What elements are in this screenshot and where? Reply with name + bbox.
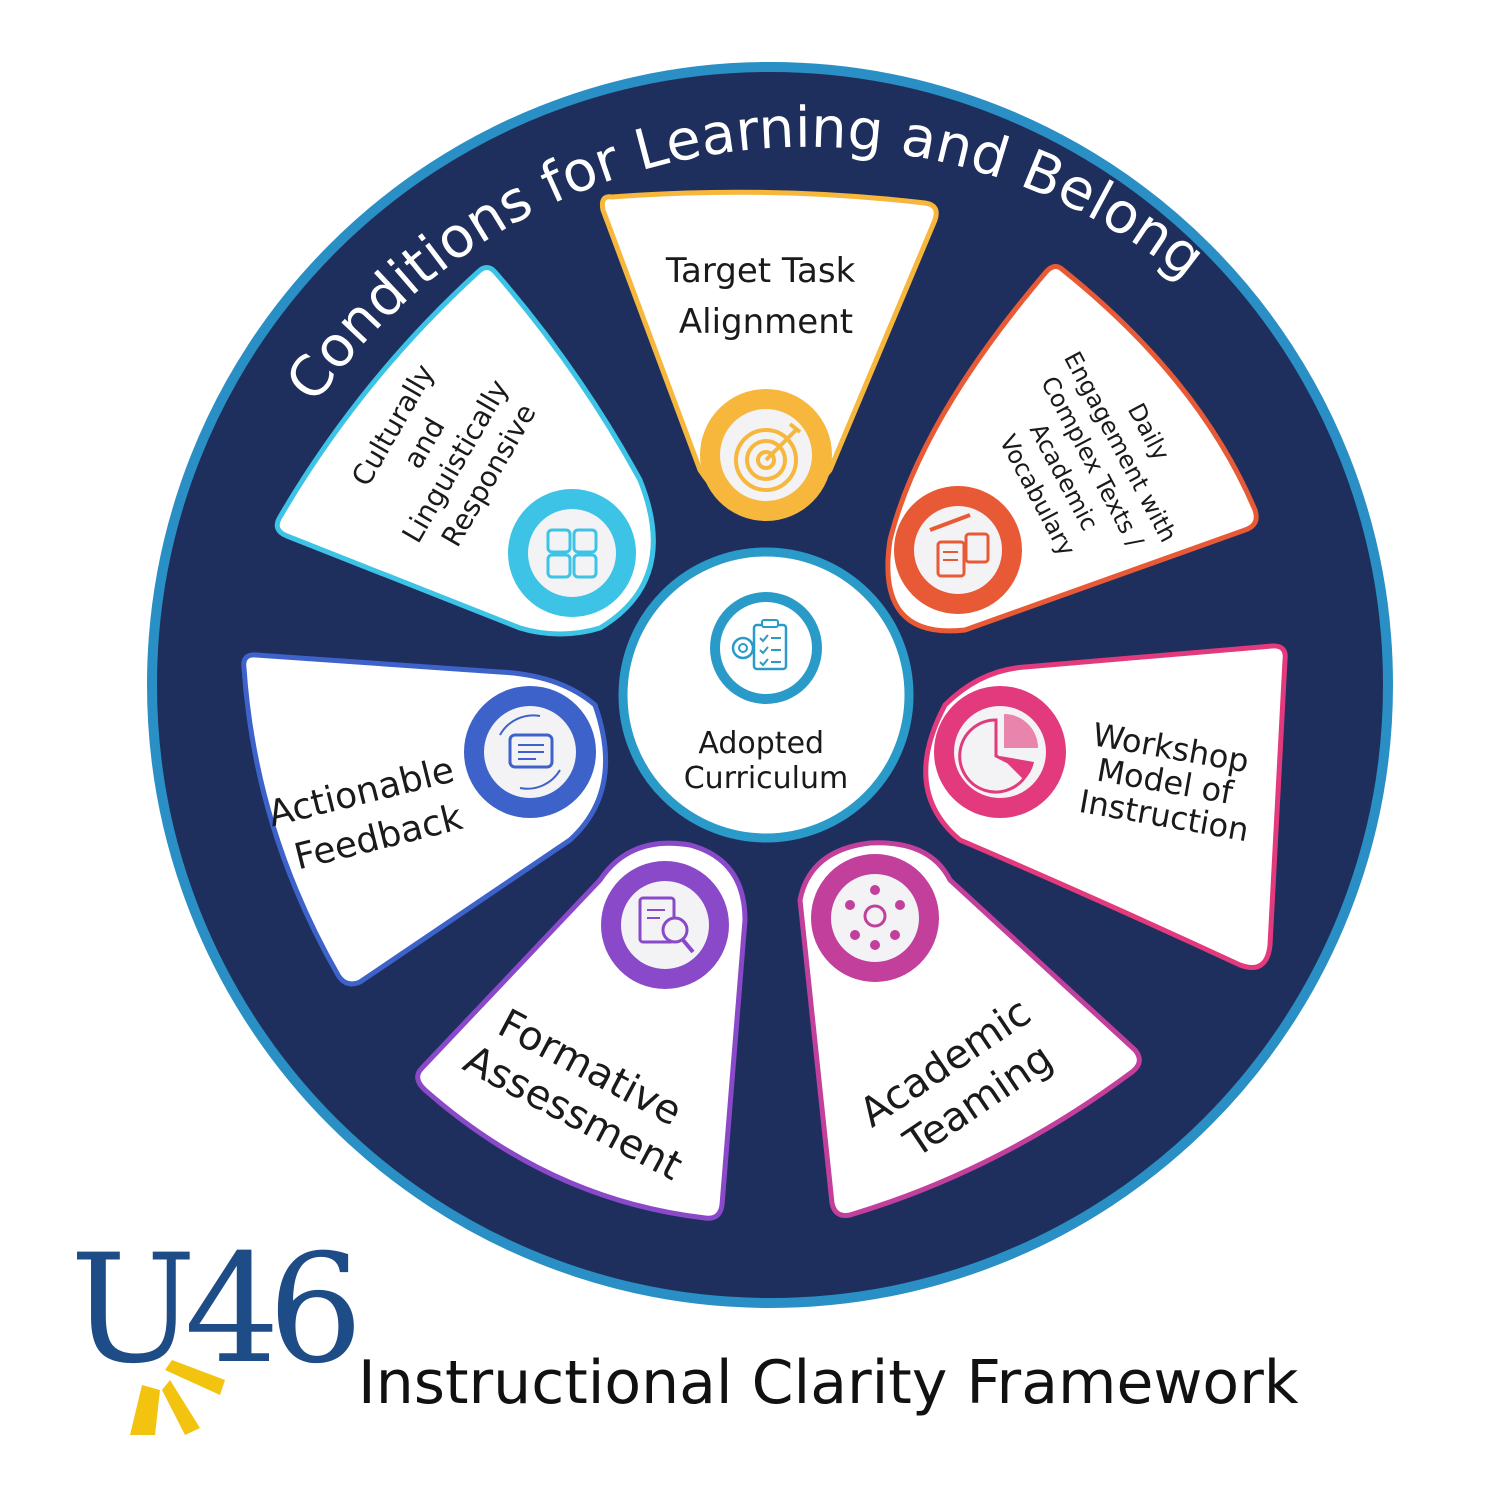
segment-academic-teaming[interactable]: Academic Teaming <box>797 840 1142 1218</box>
checklist-gear-icon <box>710 592 822 704</box>
segment-shape <box>599 189 939 518</box>
target-icon <box>700 389 832 521</box>
logo-text: U46 <box>70 1223 363 1397</box>
segment-formative-assessment[interactable]: Formative Assessment <box>415 840 748 1221</box>
team-network-icon <box>811 854 939 982</box>
segment-culturally-responsive[interactable]: Culturally and Linguistically Responsive <box>274 265 656 637</box>
segment-daily-engagement[interactable]: Daily Engagement with Complex Texts / Ac… <box>885 264 1259 634</box>
framework-title: Instructional Clarity Framework <box>358 1348 1299 1418</box>
segment-actionable-feedback[interactable]: Actionable Feedback <box>241 652 609 987</box>
pencil-documents-icon <box>894 486 1022 614</box>
segment-target-task-alignment[interactable]: Target Task Alignment <box>599 189 939 521</box>
segment-label: Target Task Alignment <box>665 251 866 342</box>
u46-logo <box>130 1360 225 1435</box>
joined-hands-icon <box>508 489 636 617</box>
center-label: Adopted Curriculum <box>684 726 849 796</box>
chat-feedback-icon <box>464 686 596 818</box>
pie-chart-icon <box>934 686 1066 818</box>
center-hub[interactable]: Adopted Curriculum <box>618 547 914 843</box>
segment-label: Daily Engagement with Complex Texts / Ac… <box>973 332 1214 599</box>
document-search-icon <box>601 861 729 989</box>
segment-workshop-model[interactable]: Workshop Model of Instruction <box>923 643 1288 970</box>
